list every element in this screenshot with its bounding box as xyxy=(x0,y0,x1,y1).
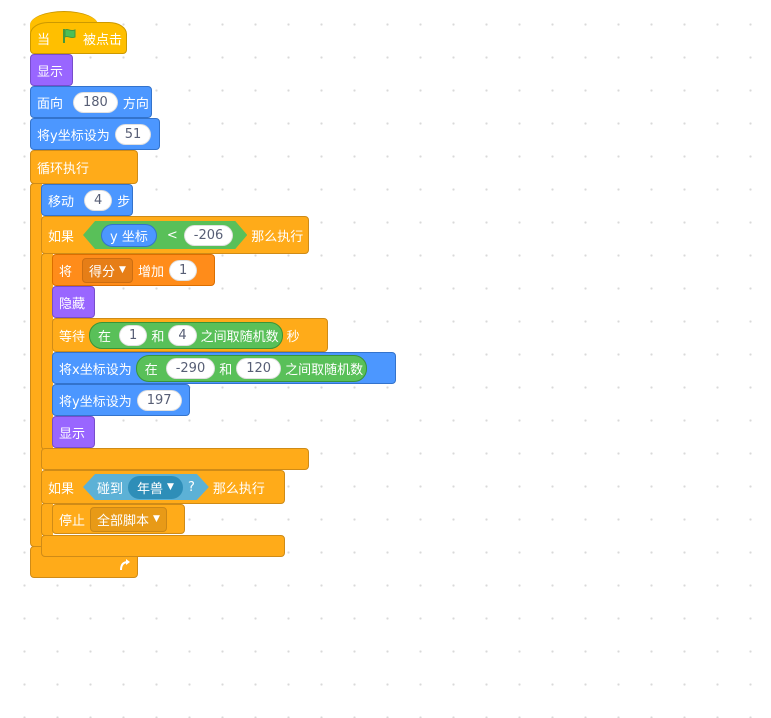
move-steps-input[interactable]: 4 xyxy=(84,189,113,211)
random1-label-mid: 和 xyxy=(151,329,165,345)
wait-label: 等待 xyxy=(59,329,86,345)
direction-input[interactable]: 180 xyxy=(73,91,118,113)
stop-option: 全部脚本 xyxy=(97,513,150,529)
loop-arrow-icon xyxy=(118,558,132,576)
show2-label: 显示 xyxy=(59,426,86,442)
hide-label: 隐藏 xyxy=(59,296,86,312)
if-block-2[interactable]: 如果 碰到 年兽 ▼ ? 那么执行 xyxy=(41,470,285,504)
point-label-after: 方向 xyxy=(122,96,149,112)
set-x-block[interactable]: 将x坐标设为 在 -290 和 120 之间取随机数 xyxy=(52,352,396,384)
show-block[interactable]: 显示 xyxy=(30,54,73,86)
show-label: 显示 xyxy=(37,64,64,80)
hat-label-after: 被点击 xyxy=(83,32,123,48)
random2-to-input[interactable]: 120 xyxy=(236,357,282,379)
random1-label-after: 之间取随机数 xyxy=(200,329,279,345)
green-flag-icon xyxy=(61,28,77,48)
set-y-label: 将y坐标设为 xyxy=(37,128,110,144)
chevron-down-icon: ▼ xyxy=(167,482,174,492)
forever-label: 循环执行 xyxy=(37,161,90,177)
change-variable-block[interactable]: 将 得分 ▼ 增加 1 xyxy=(52,254,215,286)
set-y-input[interactable]: 51 xyxy=(114,123,152,145)
touching-sensor[interactable]: 碰到 年兽 ▼ ? xyxy=(83,474,209,500)
touching-question-mark: ? xyxy=(187,479,195,495)
random1-to-input[interactable]: 4 xyxy=(168,324,197,346)
set-y-block-2[interactable]: 将y坐标设为 197 xyxy=(52,384,190,416)
random2-label-after: 之间取随机数 xyxy=(285,362,364,378)
set-y2-label: 将y坐标设为 xyxy=(59,394,132,410)
variable-name: 得分 xyxy=(89,264,116,280)
set-y-block[interactable]: 将y坐标设为 51 xyxy=(30,118,160,150)
if2-label-before: 如果 xyxy=(48,481,75,497)
less-than-symbol: < xyxy=(166,227,178,243)
stop-label: 停止 xyxy=(59,513,86,529)
chevron-down-icon: ▼ xyxy=(119,265,126,275)
move-steps-block[interactable]: 移动 4 步 xyxy=(41,184,133,216)
point-label-before: 面向 xyxy=(37,96,64,112)
variable-dropdown[interactable]: 得分 ▼ xyxy=(82,257,133,283)
if1-bottom xyxy=(41,448,309,470)
random2-label-before: 在 xyxy=(144,362,158,378)
change-value-input[interactable]: 1 xyxy=(168,259,198,281)
wait-block[interactable]: 等待 在 1 和 4 之间取随机数 秒 xyxy=(52,318,328,352)
hide-block[interactable]: 隐藏 xyxy=(52,286,95,318)
hat-label-before: 当 xyxy=(37,32,51,48)
set-x-label: 将x坐标设为 xyxy=(59,362,132,378)
touching-target: 年兽 xyxy=(137,481,164,497)
stop-block[interactable]: 停止 全部脚本 ▼ xyxy=(52,504,185,534)
stop-option-dropdown[interactable]: 全部脚本 ▼ xyxy=(90,506,167,532)
if2-label-after: 那么执行 xyxy=(212,481,265,497)
y-position-reporter[interactable]: y 坐标 xyxy=(101,224,157,247)
touching-label: 碰到 xyxy=(97,481,124,497)
chevron-down-icon: ▼ xyxy=(153,514,160,524)
random1-label-before: 在 xyxy=(98,329,112,345)
when-flag-clicked-block[interactable]: 当 被点击 xyxy=(30,11,127,54)
random2-label-mid: 和 xyxy=(219,362,233,378)
if1-label-after: 那么执行 xyxy=(251,229,304,245)
change-label-mid: 增加 xyxy=(137,264,164,280)
compare-value-input[interactable]: -206 xyxy=(184,225,234,246)
random-operator-2[interactable]: 在 -290 和 120 之间取随机数 xyxy=(135,354,368,382)
random2-from-input[interactable]: -290 xyxy=(165,357,216,379)
move-label-after: 步 xyxy=(117,194,131,210)
change-label-before: 将 xyxy=(59,264,73,280)
point-in-direction-block[interactable]: 面向 180 方向 xyxy=(30,86,152,118)
wait-suffix: 秒 xyxy=(286,329,300,345)
set-y2-input[interactable]: 197 xyxy=(136,389,182,411)
less-than-operator[interactable]: y 坐标 < -206 xyxy=(83,221,247,249)
random-operator-1[interactable]: 在 1 和 4 之间取随机数 xyxy=(89,321,283,349)
touching-target-dropdown[interactable]: 年兽 ▼ xyxy=(128,476,183,499)
show-block-2[interactable]: 显示 xyxy=(52,416,95,448)
if2-bottom xyxy=(41,535,285,557)
move-label-before: 移动 xyxy=(48,194,75,210)
forever-block[interactable]: 循环执行 xyxy=(30,150,138,184)
if-block-1[interactable]: 如果 y 坐标 < -206 那么执行 xyxy=(41,216,309,254)
random1-from-input[interactable]: 1 xyxy=(119,324,148,346)
if1-label-before: 如果 xyxy=(48,229,75,245)
